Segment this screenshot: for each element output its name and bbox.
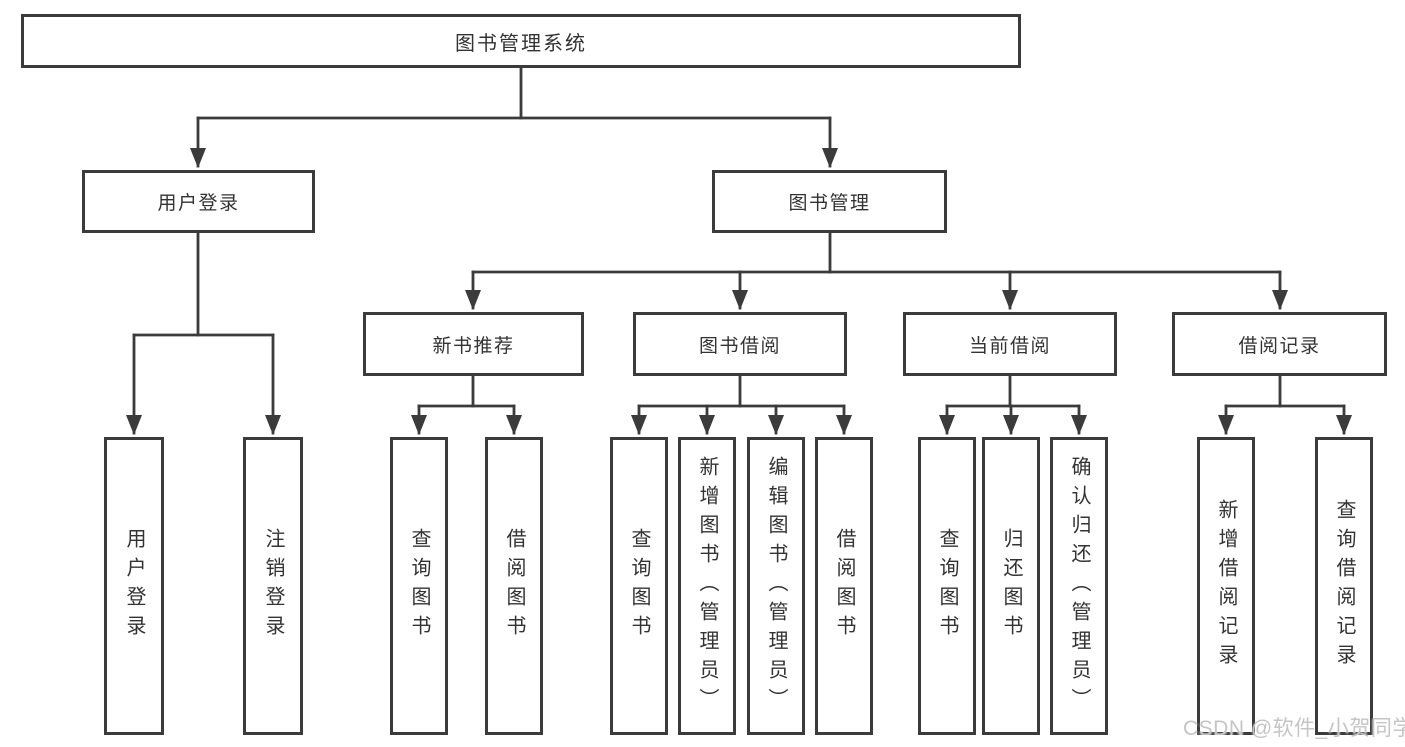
leaf-user-login: 用户登录	[104, 437, 164, 735]
leaf-query-books-borrowing: 查询图书	[610, 437, 668, 735]
node-label: 查询图书	[628, 528, 650, 644]
node-label: 用户登录	[157, 193, 240, 214]
leaf-add-borrow-record: 新增借阅记录	[1197, 437, 1255, 735]
leaf-query-books-current: 查询图书	[918, 437, 976, 735]
node-label: 图书管理	[788, 193, 871, 214]
leaf-query-books-recommend: 查询图书	[390, 437, 448, 735]
node-label: 查询借阅记录	[1333, 499, 1355, 673]
leaf-borrow-books-borrowing: 借阅图书	[815, 437, 873, 735]
node-label: 编辑图书（管理员）	[765, 455, 787, 717]
node-label: 借阅图书	[503, 528, 525, 644]
node-label: 当前借阅	[968, 335, 1051, 357]
leaf-logout: 注销登录	[243, 437, 303, 735]
node-current-borrowing: 当前借阅	[903, 312, 1117, 376]
node-label: 图书管理系统	[455, 32, 587, 55]
leaf-add-book-admin: 新增图书（管理员）	[678, 437, 736, 735]
node-new-book-recommendation: 新书推荐	[363, 312, 584, 376]
leaf-query-borrow-record: 查询借阅记录	[1315, 437, 1373, 735]
leaf-confirm-return-admin: 确认归还（管理员）	[1050, 437, 1108, 735]
node-book-borrowing: 图书借阅	[633, 312, 847, 376]
node-label: 确认归还（管理员）	[1068, 455, 1090, 717]
leaf-edit-book-admin: 编辑图书（管理员）	[747, 437, 805, 735]
node-borrowing-records: 借阅记录	[1172, 312, 1387, 376]
node-label: 注销登录	[262, 528, 284, 644]
leaf-return-books: 归还图书	[982, 437, 1040, 735]
node-label: 查询图书	[936, 528, 958, 644]
node-label: 新增借阅记录	[1215, 499, 1237, 673]
leaf-borrow-books-recommend: 借阅图书	[485, 437, 543, 735]
node-label: 归还图书	[1000, 528, 1022, 644]
node-label: 借阅记录	[1238, 335, 1321, 357]
node-user-login: 用户登录	[82, 170, 315, 233]
node-label: 借阅图书	[833, 528, 855, 644]
node-label: 新书推荐	[432, 335, 515, 357]
csdn-watermark: CSDN @软件_小贺同学	[1183, 717, 1405, 740]
node-root: 图书管理系统	[21, 14, 1021, 68]
node-label: 新增图书（管理员）	[696, 455, 718, 717]
node-book-management: 图书管理	[712, 170, 947, 233]
connectors	[126, 66, 1352, 435]
node-label: 用户登录	[123, 528, 145, 644]
node-label: 图书借阅	[698, 335, 781, 357]
node-label: 查询图书	[408, 528, 430, 644]
